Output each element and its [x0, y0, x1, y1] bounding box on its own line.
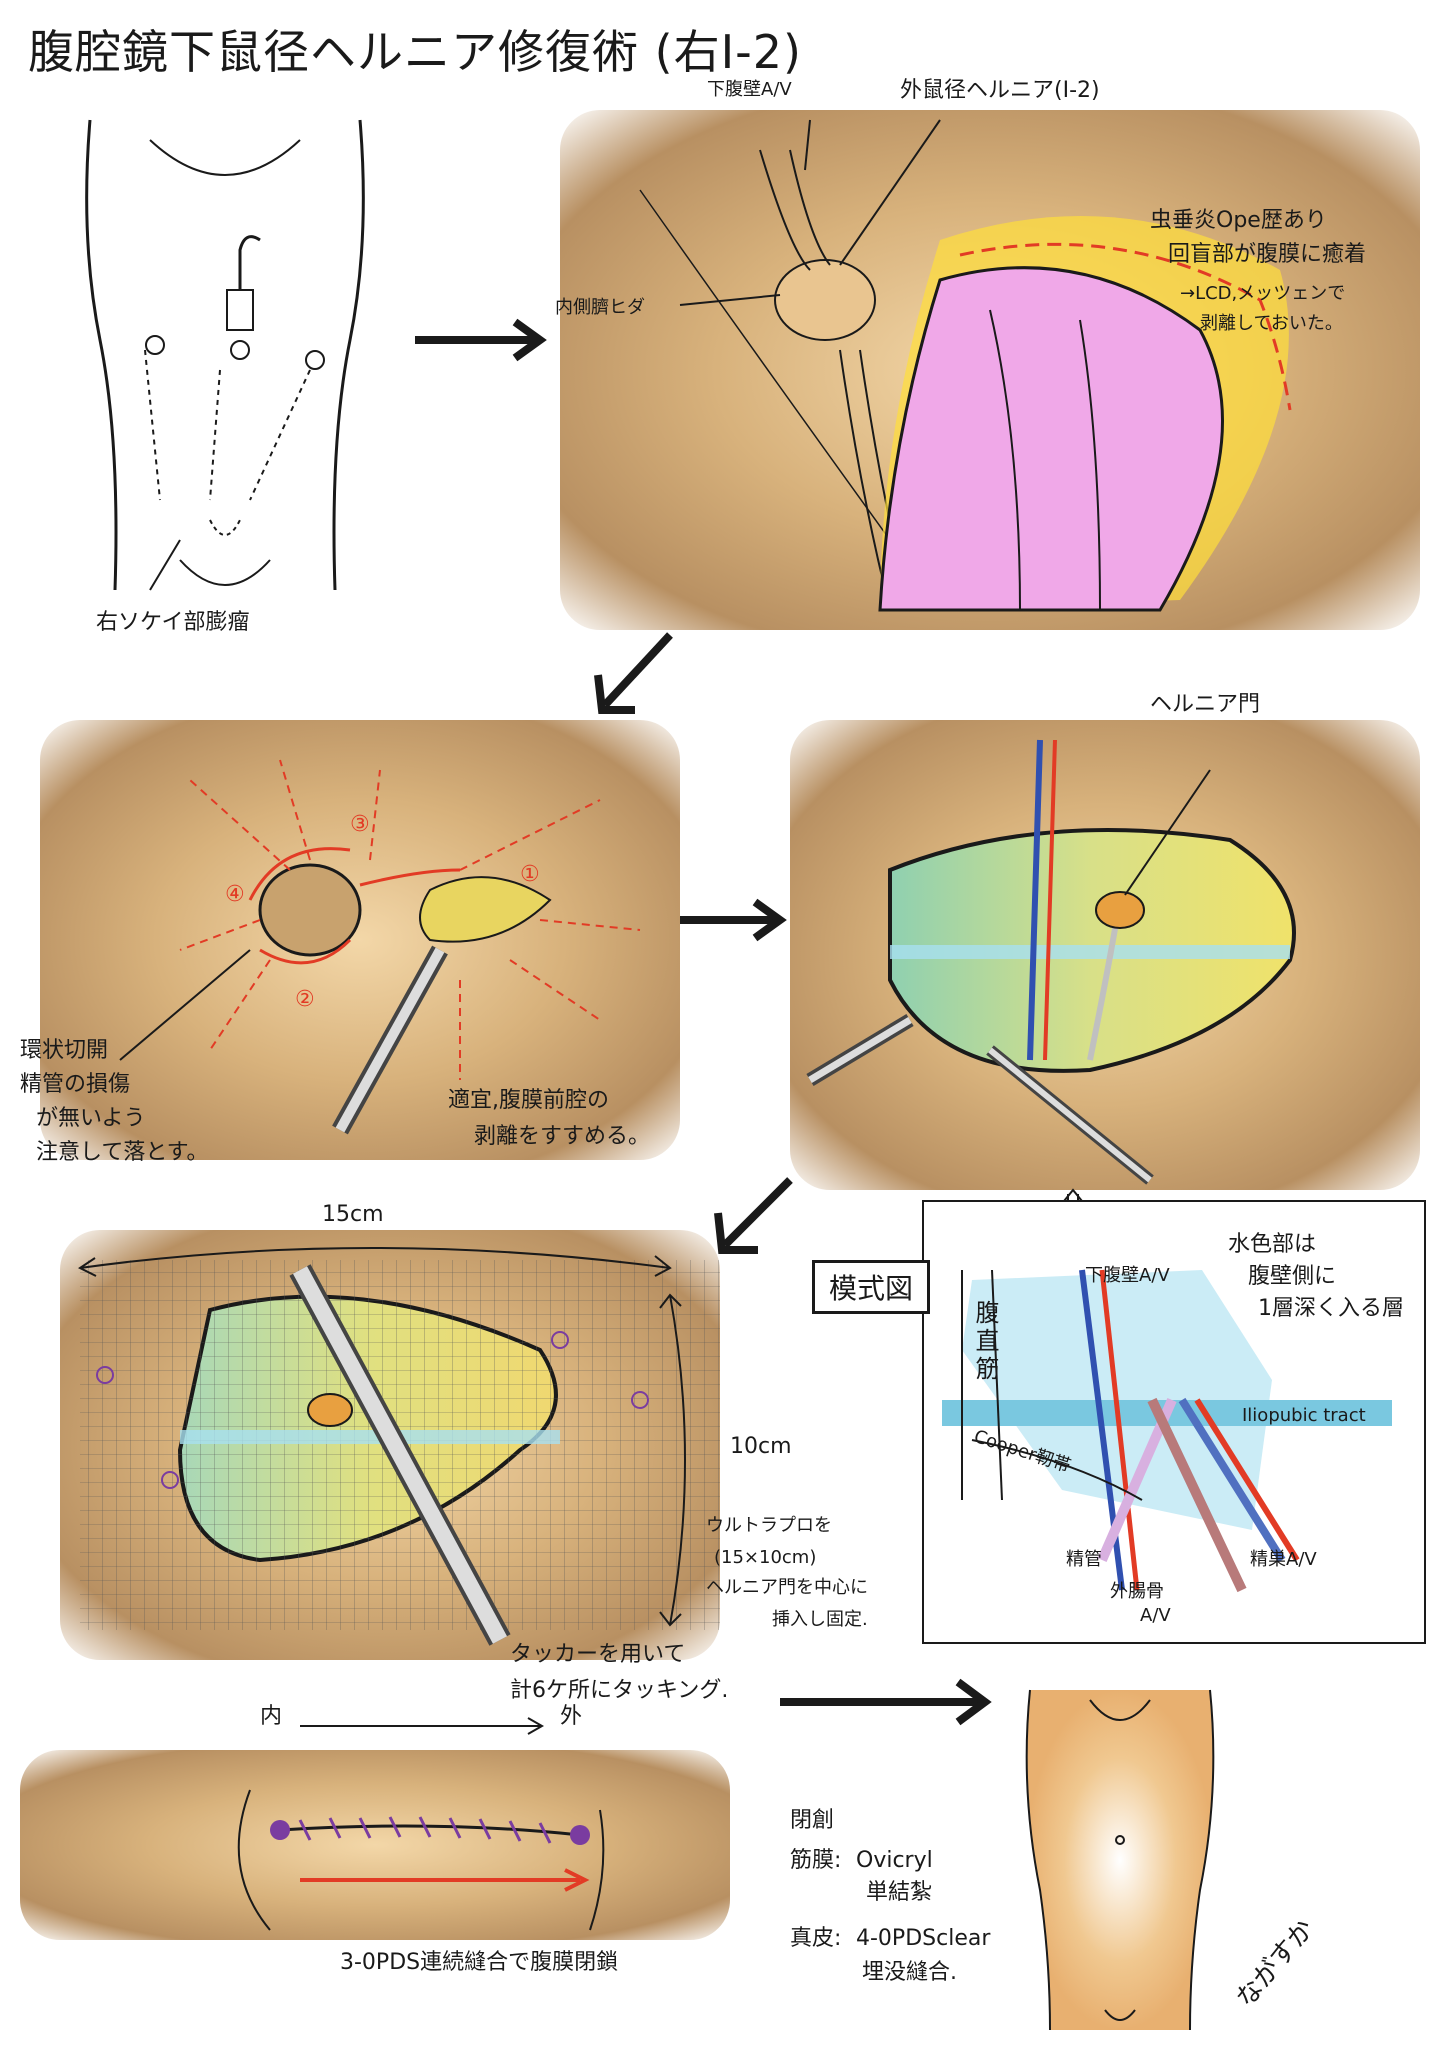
label-medial-umbilical-fold: 内側臍ヒダ: [555, 297, 645, 318]
dimension-10cm: [659, 1293, 686, 1627]
arrow-down-left-1: [594, 632, 673, 714]
panel3-drawing: [119, 759, 641, 1135]
tacker-note-2: 計6ケ所にタッキング.: [510, 1678, 729, 1703]
label-vas-deferens: 精管: [1066, 1549, 1102, 1570]
note-preperitoneal: 適宜,腹膜前腔の: [448, 1088, 609, 1113]
page-title: 腹腔鏡下鼠径ヘルニア修復術 (右Ⅰ-2): [28, 25, 802, 79]
label-iliopubic-tract: Iliopubic tract: [1242, 1405, 1366, 1426]
arrow-medial-to-lateral: [300, 1717, 545, 1735]
note-circumferential-incision: 環状切開: [20, 1038, 109, 1063]
label-15cm: 15cm: [322, 1202, 384, 1227]
note-vas-injury: 精管の損傷: [20, 1072, 131, 1097]
note-careful: 注意して落とす。: [36, 1140, 209, 1165]
panel4-drawing: [806, 739, 1296, 1185]
note-dissection: 剥離をすすめる。: [474, 1124, 651, 1149]
label-testicular-vessels: 精巣A/V: [1250, 1549, 1317, 1570]
mesh-note-2: (15×10cm): [714, 1547, 817, 1568]
label-medial: 内: [260, 1704, 283, 1729]
fascia-technique: 単結紮: [866, 1880, 933, 1905]
panel6-drawing: [237, 1789, 605, 1931]
tacker-note-1: タッカーを用いて: [510, 1642, 686, 1667]
label-rectus: 腹直筋: [971, 1300, 999, 1384]
signature: ながすか: [1230, 1914, 1321, 2014]
panel-abdomen-trocars: [85, 119, 365, 591]
dimension-15cm: [78, 1247, 672, 1277]
schema-label-vessel: 下腹壁A/V: [1085, 1265, 1170, 1286]
label-hernia-gate: ヘルニア門: [1150, 692, 1261, 717]
mesh-note-1: ウルトラプロを: [706, 1515, 832, 1536]
fascia-suture: Ovicryl: [856, 1848, 933, 1873]
arrow-right-3: [780, 1678, 992, 1726]
label-external-iliac-av: A/V: [1140, 1605, 1171, 1626]
label-inguinal-bulge: 右ソケイ部膨瘤: [96, 610, 250, 635]
skin-label: 真皮:: [790, 1926, 842, 1951]
marker-1: ①: [520, 862, 540, 887]
panel-closed-abdomen: [1025, 1689, 1215, 2031]
label-external-iliac: 外腸骨: [1110, 1581, 1164, 1602]
marker-3: ③: [350, 812, 370, 837]
schema-title: 模式図: [812, 1260, 931, 1314]
schema-note-2: 腹壁側に: [1248, 1264, 1337, 1289]
marker-2: ②: [295, 987, 315, 1012]
note-lcd-metzenbaum: →LCD,メッツェンで: [1180, 283, 1346, 304]
closure-heading: 閉創: [790, 1808, 835, 1833]
panel2-drawing: [639, 119, 1292, 612]
skin-technique: 埋没縫合.: [862, 1960, 957, 1985]
closure-caption: 3-0PDS連続縫合で腹膜閉鎖: [340, 1950, 619, 1975]
schema-note-3: 1層深く入る層: [1258, 1296, 1404, 1321]
label-lateral: 外: [560, 1704, 583, 1729]
note-appendectomy-history: 虫垂炎Ope歴あり: [1150, 208, 1327, 233]
note-avoid: が無いよう: [36, 1106, 146, 1131]
fascia-label: 筋膜:: [790, 1848, 842, 1873]
skin-suture: 4-0PDSclear: [856, 1926, 991, 1951]
arrow-right-2: [680, 898, 787, 942]
schema-drawing: [942, 1269, 1392, 1593]
mesh-note-4: 挿入し固定.: [772, 1609, 868, 1630]
marker-4: ④: [225, 882, 245, 907]
note-ileocecal-adhesion: 回盲部が腹膜に癒着: [1168, 242, 1367, 267]
label-inferior-epigastric-vessels: 下腹壁A/V: [707, 79, 792, 100]
panel5-drawing: [80, 1260, 720, 1646]
label-10cm: 10cm: [730, 1434, 792, 1459]
note-dissected: 剥離しておいた。: [1200, 313, 1343, 334]
arrow-down-left-2: [714, 1177, 793, 1254]
arrow-right-1: [415, 318, 547, 362]
panel-peritoneal-closure: [20, 1750, 730, 1940]
label-indirect-hernia: 外鼠径ヘルニア(Ⅰ-2): [900, 78, 1100, 103]
mesh-note-3: ヘルニア門を中心に: [706, 1577, 868, 1598]
schema-note-1: 水色部は: [1228, 1232, 1317, 1257]
